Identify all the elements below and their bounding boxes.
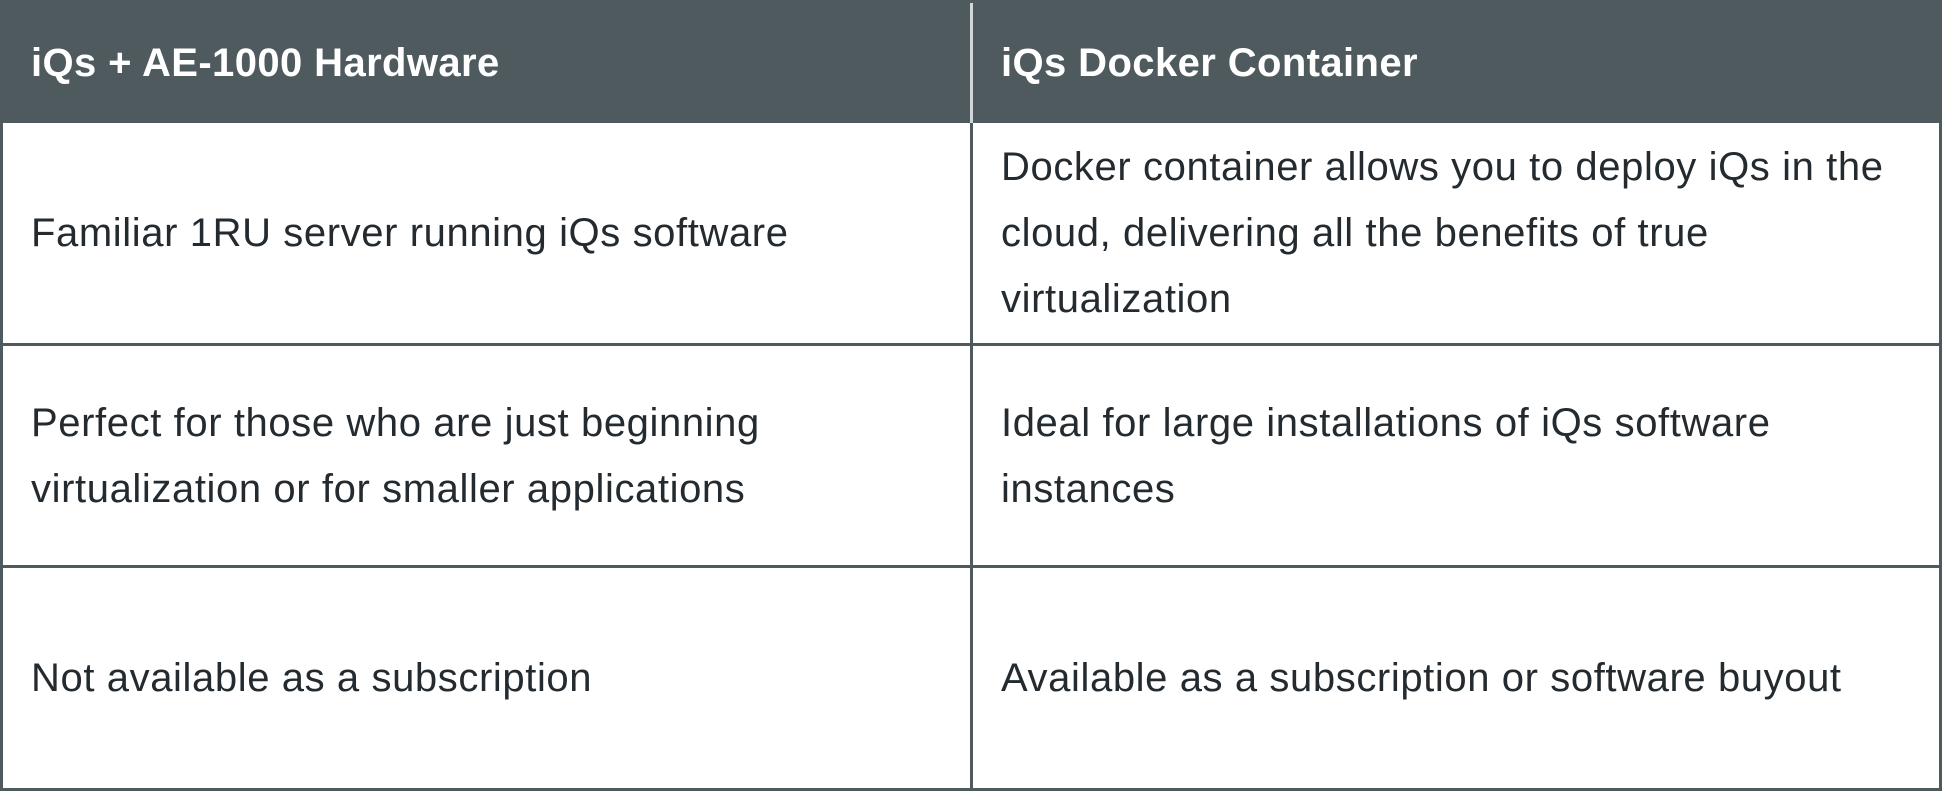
table-cell: Available as a subscription or software … [970,565,1939,788]
table-cell: Docker container allows you to deploy iQ… [970,123,1939,343]
table-cell: Ideal for large installations of iQs sof… [970,343,1939,565]
cell-text: Not available as a subscription [31,656,593,700]
cell-text: Familiar 1RU server running iQs software [31,211,789,255]
table-cell: Not available as a subscription [3,565,970,788]
cell-text: Ideal for large installations of iQs sof… [1001,400,1771,511]
header-cell-docker: iQs Docker Container [970,3,1939,123]
header-docker-label: iQs Docker Container [1001,41,1419,85]
table-cell: Familiar 1RU server running iQs software [3,123,970,343]
cell-text: Perfect for those who are just beginning… [31,400,760,511]
cell-text: Available as a subscription or software … [1001,656,1842,700]
table-cell: Perfect for those who are just beginning… [3,343,970,565]
header-cell-hardware: iQs + AE-1000 Hardware [3,3,970,123]
header-hardware-label: iQs + AE-1000 Hardware [31,41,500,85]
cell-text: Docker container allows you to deploy iQ… [1001,145,1884,321]
